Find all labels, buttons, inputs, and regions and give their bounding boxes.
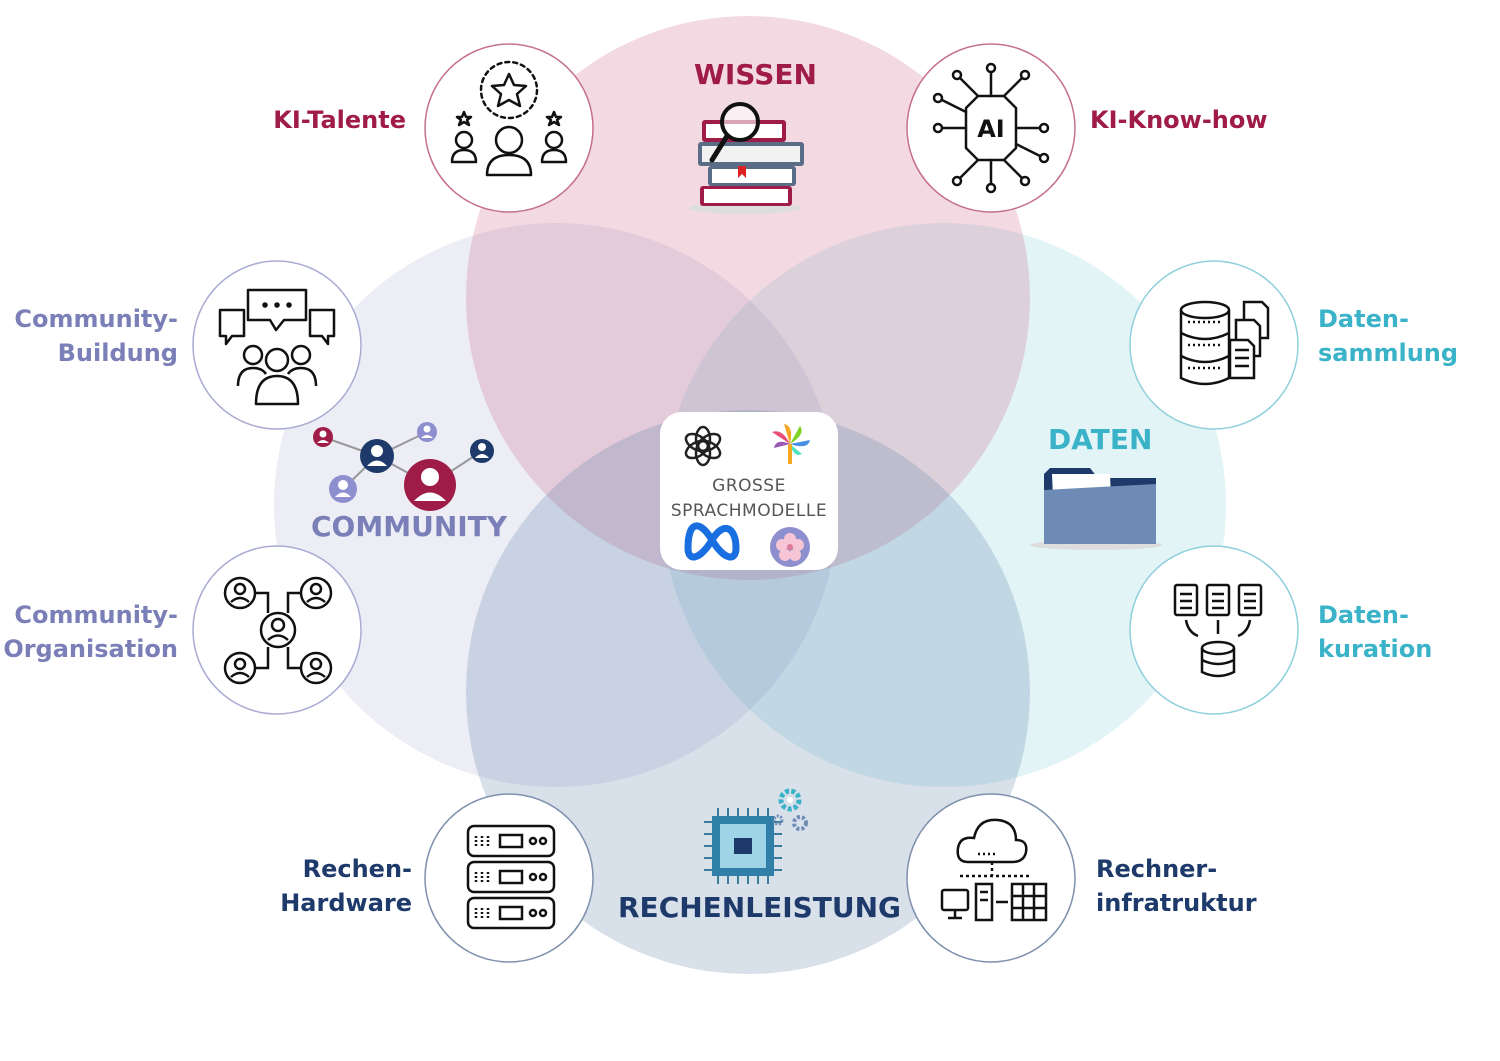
books-icon	[689, 102, 804, 214]
rechenleistung-circle	[466, 410, 1030, 974]
datenkuration-circle	[1129, 545, 1299, 715]
group-chat-icon	[218, 288, 336, 406]
center-label-line2: SPRACHMODELLE	[670, 501, 828, 521]
rechenleistung-title: RECHENLEISTUNG	[618, 891, 902, 924]
database-docs-icon	[1179, 300, 1270, 386]
daten-circle	[662, 223, 1226, 787]
ai-chip-icon: AI	[932, 62, 1050, 194]
rechen-hardware-label: Rechen- Hardware	[280, 855, 412, 917]
wissen-circle	[466, 16, 1030, 580]
rechner-infra-label: Rechner- infratruktur	[1096, 855, 1257, 917]
wissen-title: WISSEN	[694, 58, 817, 91]
ki-knowhow-label: KI-Know-how	[1090, 106, 1268, 134]
community-building-circle	[192, 260, 362, 430]
data-curation-icon	[1173, 583, 1263, 678]
datensammlung-label: Daten- sammlung	[1318, 305, 1459, 367]
community-title: COMMUNITY	[311, 510, 508, 543]
community-org-label: Community- Organisation	[3, 601, 178, 663]
flower-icon	[770, 527, 810, 567]
community-building-label: Community- Buildung	[14, 305, 178, 367]
ki-knowhow-circle	[906, 43, 1076, 213]
community-circle	[274, 223, 838, 787]
cloud-infra-icon	[940, 818, 1048, 922]
ki-talente-label: KI-Talente	[273, 106, 406, 134]
datenkuration-label: Daten- kuration	[1318, 601, 1433, 663]
folder-icon	[1030, 468, 1162, 550]
community-network-icon	[313, 422, 494, 511]
pinwheel-icon	[772, 424, 810, 464]
center-label: GROSSE SPRACHMODELLE	[660, 474, 838, 524]
talent-icon	[450, 60, 568, 177]
center-label-line1: GROSSE	[712, 476, 786, 496]
org-network-icon	[223, 576, 333, 685]
rechen-hardware-circle	[424, 793, 594, 963]
daten-title: DATEN	[1048, 423, 1153, 456]
openai-icon	[684, 425, 722, 467]
meta-icon	[684, 522, 740, 561]
cpu-icon	[704, 788, 808, 884]
svg-text:AI: AI	[977, 115, 1005, 143]
server-icon	[466, 824, 556, 930]
